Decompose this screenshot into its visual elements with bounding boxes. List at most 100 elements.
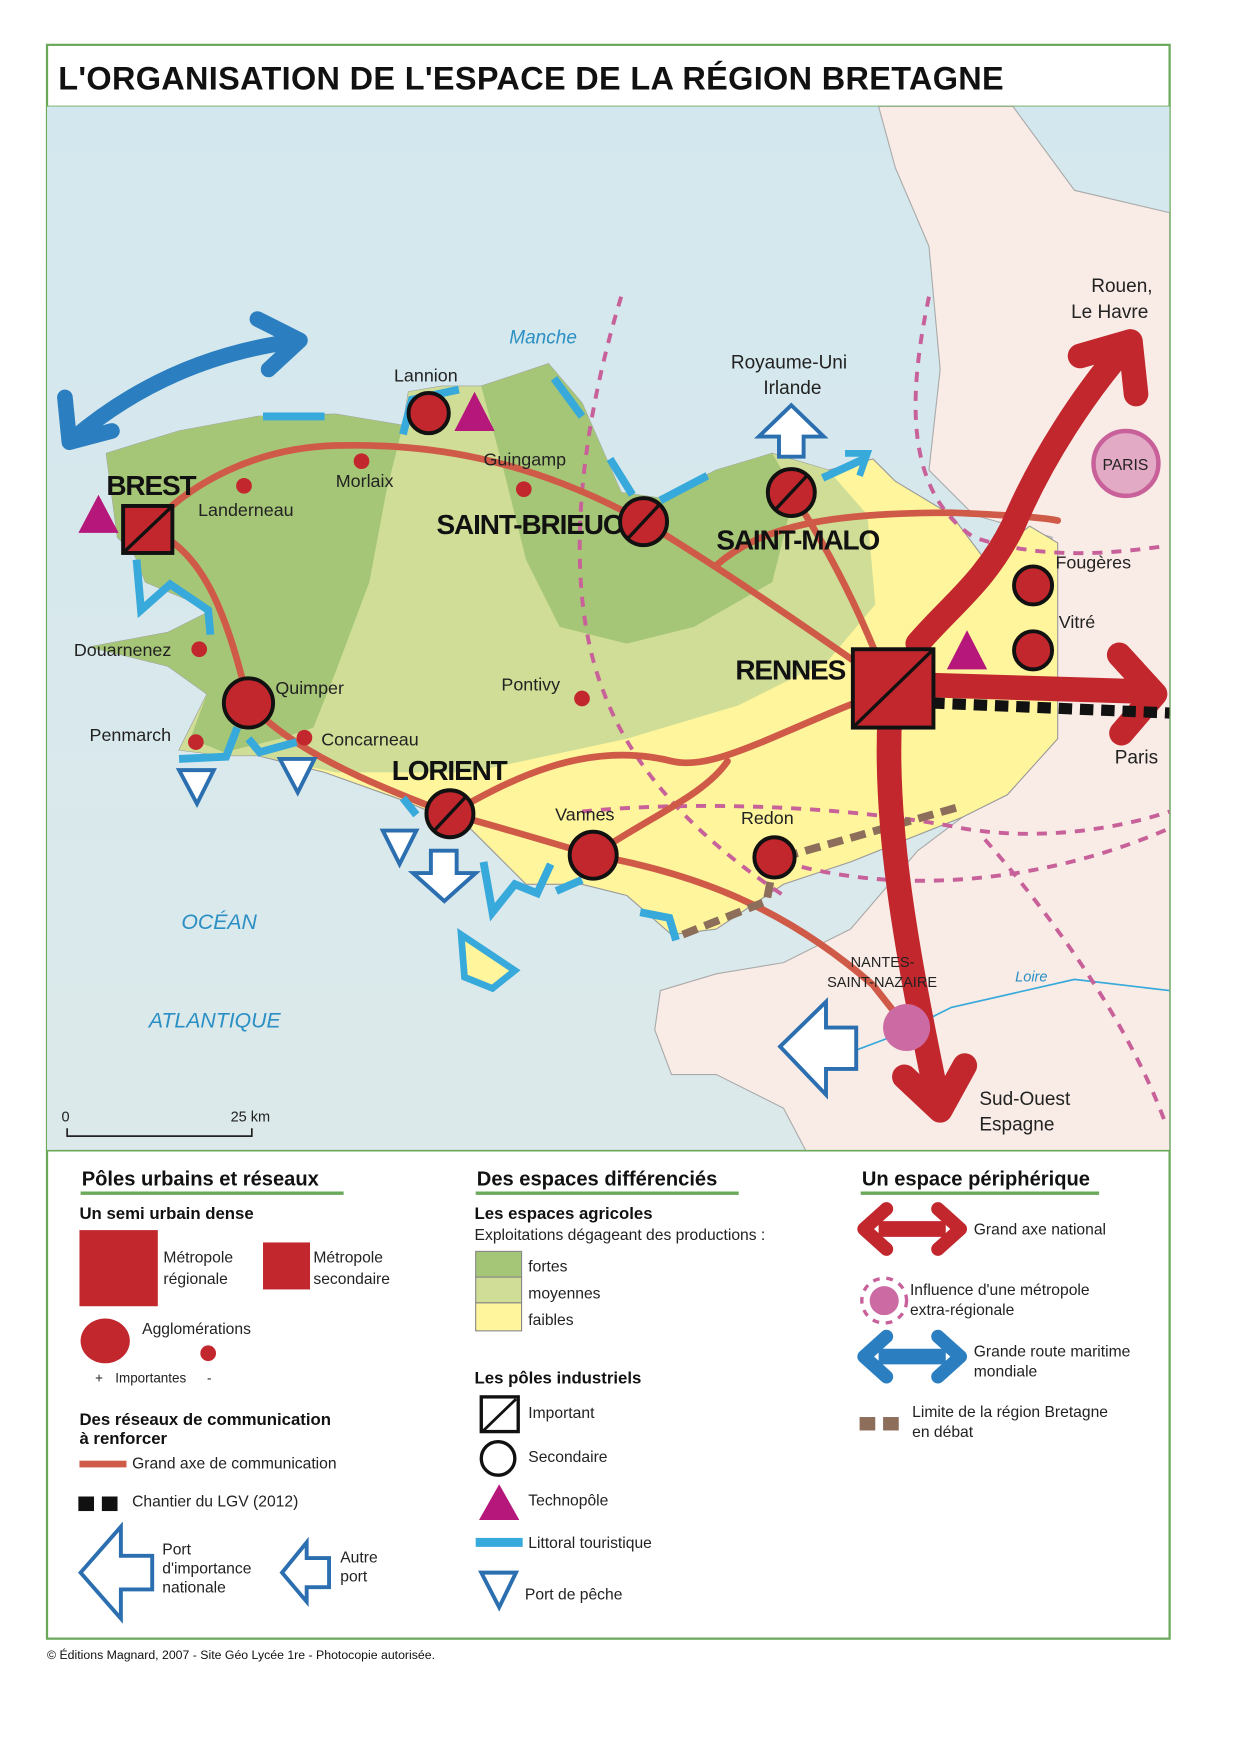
vitre-marker[interactable] xyxy=(1012,629,1055,672)
svg-text:Chantier du LGV (2012): Chantier du LGV (2012) xyxy=(132,1494,298,1511)
nantes-port-arrow[interactable] xyxy=(777,997,859,1100)
label-lannion: Lannion xyxy=(394,366,458,386)
legend-periphery: Un espace périphérique Grand axe nationa… xyxy=(857,1168,1131,1441)
svg-text:Un semi urbain dense: Un semi urbain dense xyxy=(79,1204,253,1223)
scale-bar: 0 25 km xyxy=(62,1110,271,1137)
pontivy-dot[interactable] xyxy=(574,690,590,707)
svg-text:d'importance: d'importance xyxy=(162,1561,251,1578)
label-redon: Redon xyxy=(741,808,794,828)
lorient-port-arrow[interactable] xyxy=(407,848,481,904)
concarneau-dot[interactable] xyxy=(296,729,313,746)
svg-text:secondaire: secondaire xyxy=(313,1271,390,1288)
svg-text:port: port xyxy=(340,1569,368,1586)
svg-text:Métropole: Métropole xyxy=(163,1250,233,1267)
svg-text:extra-régionale: extra-régionale xyxy=(910,1302,1015,1319)
paris-circle[interactable] xyxy=(1091,428,1161,499)
svg-text:fortes: fortes xyxy=(528,1259,567,1276)
sea-label-manche: Manche xyxy=(509,328,577,349)
fishing-port-icon xyxy=(379,828,420,869)
rennes-marker[interactable] xyxy=(850,647,936,730)
maritime-legend-icon xyxy=(857,1329,968,1384)
landerneau-dot[interactable] xyxy=(236,477,252,494)
brest-marker[interactable] xyxy=(121,504,175,555)
label-vannes: Vannes xyxy=(555,804,614,824)
svg-text:régionale: régionale xyxy=(163,1271,228,1288)
svg-text:Port de pêche: Port de pêche xyxy=(525,1586,623,1603)
road xyxy=(144,441,897,692)
influence-line xyxy=(913,296,1165,556)
svg-text:+: + xyxy=(95,1370,103,1385)
vannes-marker[interactable] xyxy=(567,829,619,881)
footer-copyright: © Éditions Magnard, 2007 - Site Géo Lycé… xyxy=(47,1647,435,1662)
label-guingamp: Guingamp xyxy=(484,450,567,470)
region-fortes-west xyxy=(89,414,403,753)
fishing-port-icon xyxy=(175,768,217,808)
national-axis-legend-icon xyxy=(857,1202,968,1256)
map-title: L'ORGANISATION DE L'ESPACE DE LA RÉGION … xyxy=(58,60,1004,97)
svg-text:Métropole: Métropole xyxy=(313,1250,383,1267)
label-morlaix: Morlaix xyxy=(336,471,394,491)
svg-text:25 km: 25 km xyxy=(231,1110,271,1126)
svg-text:Les espaces agricoles: Les espaces agricoles xyxy=(475,1204,653,1223)
tourist-coast xyxy=(132,376,866,942)
morlaix-dot[interactable] xyxy=(353,453,370,470)
svg-text:Influence d'une métropole: Influence d'une métropole xyxy=(910,1282,1090,1299)
label-concarneau: Concarneau xyxy=(321,729,418,749)
saint-malo-marker[interactable] xyxy=(765,467,817,519)
legend-urban: Pôles urbains et réseaux Un semi urbain … xyxy=(77,1168,390,1624)
svg-text:Secondaire: Secondaire xyxy=(528,1449,607,1466)
label-nantes-1: NANTES- xyxy=(851,955,915,971)
guingamp-dot[interactable] xyxy=(515,481,532,498)
nantes-marker[interactable] xyxy=(883,1004,931,1052)
quimper-marker[interactable] xyxy=(221,676,276,730)
dest-rouen-1: Rouen, xyxy=(1091,276,1152,297)
loire-river xyxy=(850,978,1170,1053)
dest-rouen-2: Le Havre xyxy=(1071,302,1148,323)
douarnenez-dot[interactable] xyxy=(191,641,208,658)
fougeres-marker[interactable] xyxy=(1012,564,1055,607)
label-fougeres: Fougères xyxy=(1055,553,1131,573)
swatch-faibles xyxy=(475,1302,523,1332)
dest-uk-1: Royaume-Uni xyxy=(731,352,847,373)
national-axis-south xyxy=(876,704,978,1123)
label-saint-malo: SAINT-MALO xyxy=(716,525,879,556)
svg-text:Les pôles industriels: Les pôles industriels xyxy=(475,1368,642,1387)
penmarch-dot[interactable] xyxy=(188,734,204,750)
label-douarnenez: Douarnenez xyxy=(74,640,172,660)
svg-text:-: - xyxy=(207,1370,211,1385)
influence-line xyxy=(581,803,1170,836)
svg-text:Limite de la région Bretagne: Limite de la région Bretagne xyxy=(912,1404,1108,1421)
dest-so-2: Espagne xyxy=(979,1115,1054,1136)
lorient-marker[interactable] xyxy=(424,788,476,840)
map[interactable]: Manche OCÉAN ATLANTIQUE Loire BREST SAIN… xyxy=(47,106,1170,1151)
svg-text:Des réseaux de communication: Des réseaux de communication xyxy=(79,1410,331,1429)
svg-text:Grand axe national: Grand axe national xyxy=(974,1222,1106,1239)
influence-line xyxy=(577,296,785,898)
fishing-port-icon xyxy=(276,756,318,797)
svg-text:Des espaces différenciés: Des espaces différenciés xyxy=(477,1168,718,1190)
label-landerneau: Landerneau xyxy=(198,500,294,520)
uk-port-arrow[interactable] xyxy=(753,402,829,459)
svg-text:Importantes: Importantes xyxy=(115,1370,186,1385)
label-paris-circle: PARIS xyxy=(1102,457,1148,474)
sea-label-ocean: OCÉAN xyxy=(181,909,257,934)
svg-text:à renforcer: à renforcer xyxy=(79,1429,167,1448)
svg-text:Important: Important xyxy=(528,1405,595,1422)
label-lorient: LORIENT xyxy=(392,755,508,786)
svg-text:Exploitations dégageant des pr: Exploitations dégageant des productions … xyxy=(475,1227,766,1244)
lannion-marker[interactable] xyxy=(406,390,451,436)
label-pontivy: Pontivy xyxy=(501,675,560,695)
saint-brieuc-marker[interactable] xyxy=(618,496,670,548)
svg-text:nationale: nationale xyxy=(162,1580,226,1597)
legend-spaces: Des espaces différenciés Les espaces agr… xyxy=(475,1168,766,1612)
label-saint-brieuc: SAINT-BRIEUC xyxy=(437,509,623,540)
svg-text:0: 0 xyxy=(62,1110,70,1126)
svg-text:en débat: en débat xyxy=(912,1424,974,1441)
river-label-loire: Loire xyxy=(1015,970,1047,986)
redon-marker[interactable] xyxy=(752,835,797,880)
national-axis-north xyxy=(905,329,1149,656)
dest-paris: Paris xyxy=(1115,747,1158,768)
road xyxy=(446,685,897,818)
lgv-construction xyxy=(930,697,1170,719)
svg-text:Agglomérations: Agglomérations xyxy=(142,1321,251,1338)
